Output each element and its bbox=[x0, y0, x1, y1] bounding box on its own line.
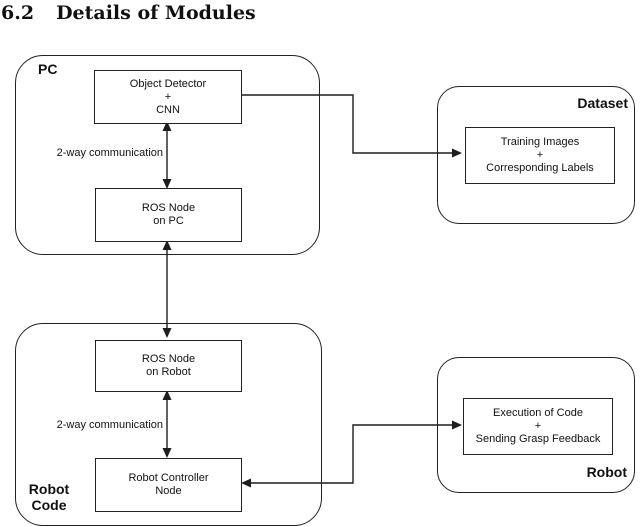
pc-group-label: PC bbox=[38, 61, 58, 77]
ros-node-robot-node: ROS Node on Robot bbox=[95, 340, 242, 392]
pc-comm-label: 2-way communication bbox=[56, 147, 163, 159]
object-detector-line3: CNN bbox=[156, 103, 180, 116]
arrowhead-down bbox=[162, 179, 172, 189]
robot-code-label-line2: Code bbox=[31, 497, 67, 513]
arrowhead-up bbox=[162, 121, 172, 131]
object-detector-line1: Object Detector bbox=[129, 77, 207, 90]
arrowhead-right bbox=[452, 420, 462, 430]
ros-node-robot-line1: ROS Node bbox=[141, 353, 196, 365]
execution-line3: Sending Grasp Feedback bbox=[475, 433, 601, 445]
section-title: Details of Modules bbox=[56, 2, 256, 24]
arrowhead-up bbox=[162, 240, 172, 250]
training-images-line3: Corresponding Labels bbox=[486, 162, 594, 174]
robot-controller-line1: Robot Controller bbox=[128, 472, 209, 484]
ros-node-pc-node: ROS Node on PC bbox=[95, 188, 242, 242]
section-number: 6.2 bbox=[1, 2, 35, 24]
object-detector-node: Object Detector + CNN bbox=[94, 70, 242, 124]
section-heading: 6.2 Details of Modules bbox=[1, 2, 256, 24]
dataset-group-label: Dataset bbox=[577, 95, 628, 111]
arrowhead-up bbox=[162, 390, 172, 400]
robot-code-group-label: Robot Code bbox=[14, 481, 84, 513]
robot-group-label: Robot bbox=[586, 464, 627, 480]
robot-controller-line2: Node bbox=[155, 485, 182, 497]
robot-code-comm-label: 2-way communication bbox=[56, 419, 163, 431]
robot-code-label-line1: Robot bbox=[28, 481, 70, 497]
arrowhead-right bbox=[452, 148, 462, 158]
training-images-line2: + bbox=[536, 149, 544, 161]
conn-controller-robot bbox=[249, 424, 453, 484]
execution-line1: Execution of Code bbox=[493, 407, 583, 419]
ros-node-robot-line2: on Robot bbox=[146, 366, 191, 378]
training-images-node: Training Images + Corresponding Labels bbox=[465, 127, 615, 184]
training-images-line1: Training Images bbox=[500, 136, 580, 148]
ros-node-pc-line1: ROS Node bbox=[141, 202, 196, 214]
arrowhead-down bbox=[162, 448, 172, 458]
ros-node-pc-line2: on PC bbox=[153, 215, 184, 227]
execution-line2: + bbox=[534, 420, 542, 432]
execution-node: Execution of Code + Sending Grasp Feedba… bbox=[463, 398, 613, 455]
object-detector-line2: + bbox=[164, 90, 172, 103]
conn-objectdetector-dataset bbox=[240, 94, 453, 154]
arrowhead-down bbox=[162, 328, 172, 338]
arrowhead-left bbox=[241, 478, 251, 488]
robot-controller-node: Robot Controller Node bbox=[95, 458, 242, 512]
